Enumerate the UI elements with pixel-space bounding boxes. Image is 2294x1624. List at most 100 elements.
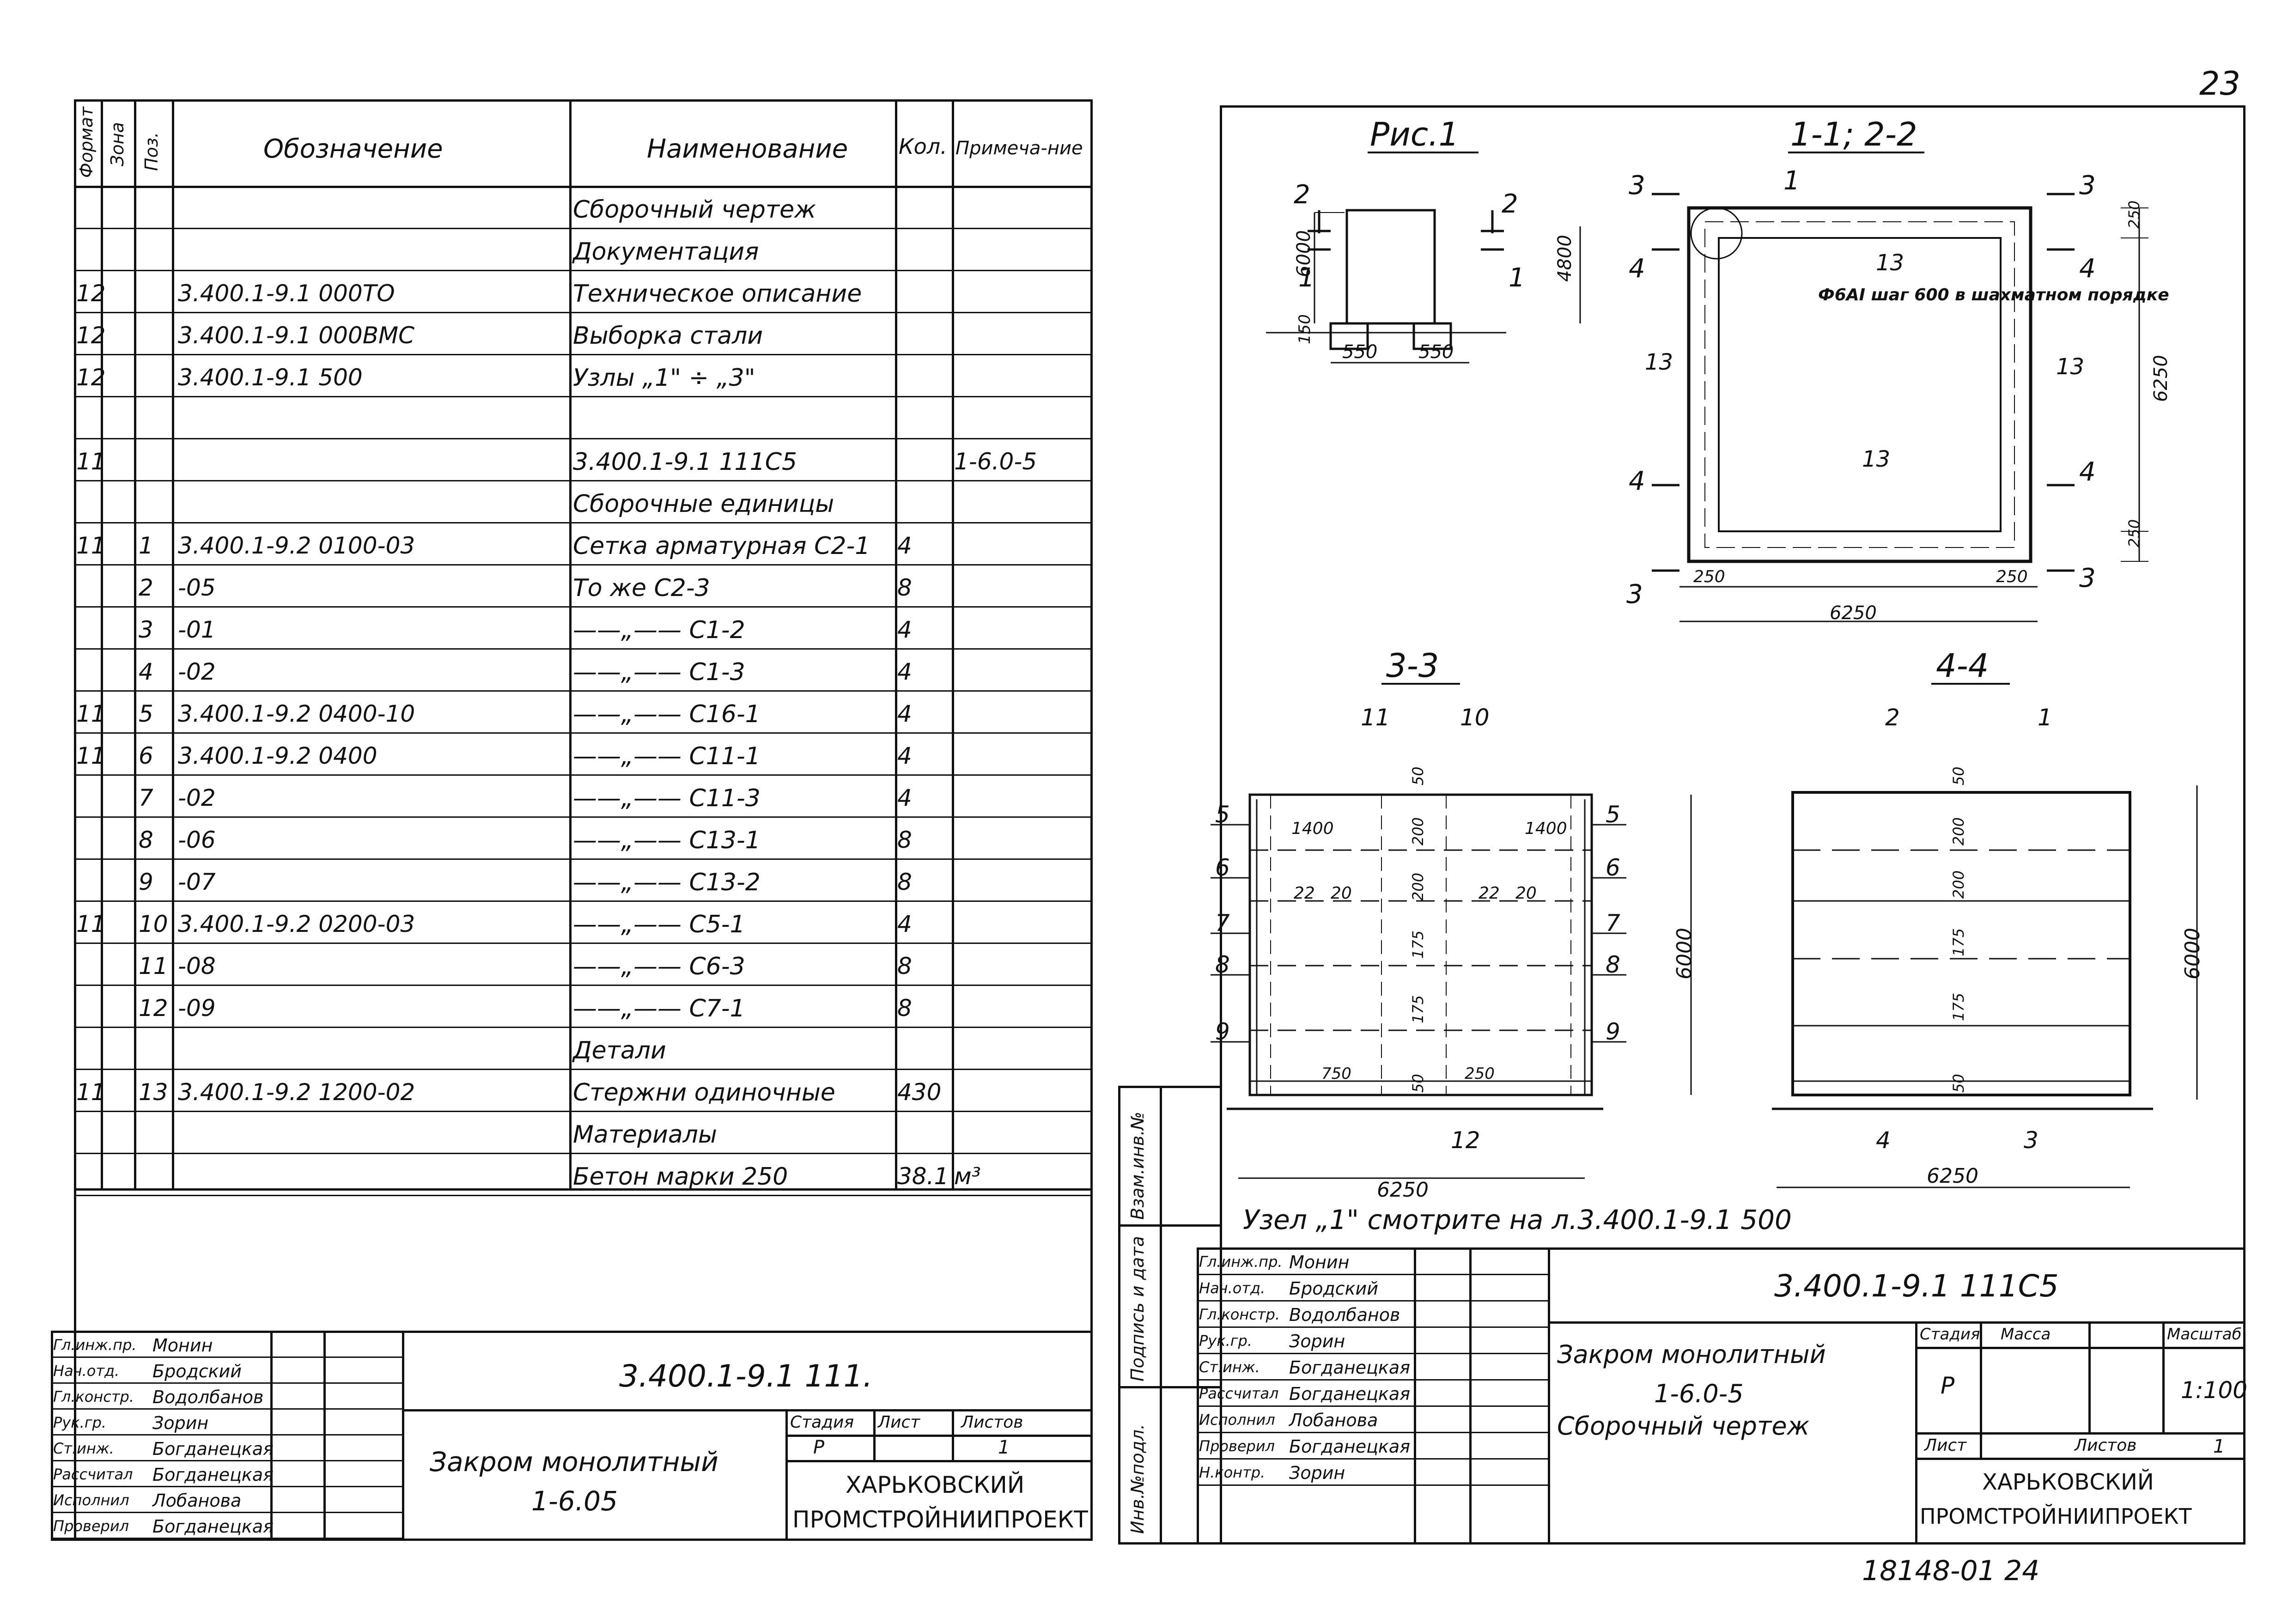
spec-cell-name: ——„—— С16-1 <box>573 700 761 728</box>
spec-cell-qty: 8 <box>897 574 912 601</box>
header-note: Примеча-ние <box>955 138 1083 159</box>
spec-cell-pos: 7 <box>139 785 153 811</box>
spec-cell-designation: 3.400.1-9.2 0200-03 <box>178 911 415 937</box>
spec-cell-name: ——„—— С1-2 <box>573 616 745 644</box>
mark-plan-13d: 13 <box>1862 446 1890 472</box>
spec-cell-designation: -06 <box>178 827 216 853</box>
spec-cell-name: ——„—— С7-1 <box>573 995 745 1022</box>
spec-cell-name: ——„—— С13-2 <box>573 869 761 896</box>
dim-s33-20b: 20 <box>1515 884 1537 903</box>
header-name: Наименование <box>647 134 848 164</box>
spec-cell-name: ——„—— С5-1 <box>573 911 745 938</box>
left-stamp-stage: Р <box>813 1437 825 1458</box>
spec-cell-format: 11 <box>76 1079 106 1106</box>
left-stamp-sheets: 1 <box>998 1437 1010 1458</box>
spec-cell-name: ——„—— С11-3 <box>573 785 761 812</box>
spec-cell-pos: 5 <box>139 700 153 727</box>
spec-cell-designation: -02 <box>178 785 216 811</box>
spec-cell-name: Детали <box>573 1037 666 1064</box>
spec-cell-designation: -01 <box>178 616 216 643</box>
mark-s33-6a: 6 <box>1215 854 1230 881</box>
mark-s44-4: 4 <box>1876 1127 1891 1154</box>
spec-cell-pos: 12 <box>139 995 168 1022</box>
mark-s33-5a: 5 <box>1215 801 1230 828</box>
spec-cell-pos: 11 <box>139 953 168 979</box>
dim-plan-250a: 250 <box>1693 567 1725 586</box>
dim-plan-6250h: 6250 <box>2150 355 2172 402</box>
right-stamp-org1: ХАРЬКОВСКИЙ <box>1982 1469 2154 1495</box>
spec-cell-designation: -05 <box>178 574 216 601</box>
right-stamp-stage-label: Стадия <box>1920 1325 1980 1344</box>
dim-s33-200b: 200 <box>1409 873 1427 901</box>
spec-cell-name: ——„—— С11-1 <box>573 742 761 770</box>
left-stamp-org2: ПРОМСТРОЙНИИПРОЕКТ <box>792 1506 1088 1533</box>
mark-s33-10: 10 <box>1460 704 1490 731</box>
left-stamp-role: Рук.гр. <box>53 1414 107 1431</box>
right-stamp-title2: 1-6.0-5 <box>1654 1379 1744 1408</box>
left-stamp-name: Зорин <box>152 1413 209 1433</box>
dim-s44-6250: 6250 <box>1927 1164 1978 1188</box>
spec-cell-note: 1-6.0-5 <box>954 448 1037 475</box>
spec-cell-designation: -07 <box>178 869 216 895</box>
spec-cell-format: 11 <box>76 532 106 559</box>
mark-plan-4c: 4 <box>1629 466 1645 496</box>
spec-cell-qty: 38.1 <box>897 1163 949 1190</box>
dim-fig1-6000: 6000 <box>1293 230 1314 277</box>
spec-cell-pos: 6 <box>139 742 153 769</box>
sec33-title: 3-3 <box>1386 647 1439 685</box>
spec-cell-name: 3.400.1-9.1 111С5 <box>573 448 797 476</box>
spec-cell-name: Материалы <box>573 1121 717 1149</box>
mark-s33-5b: 5 <box>1606 801 1620 828</box>
dim-s33-6000: 6000 <box>1673 928 1696 979</box>
dim-s44-175a: 175 <box>1950 928 1967 956</box>
left-stamp-role: Гл.инж.пр. <box>53 1336 137 1354</box>
right-stamp-sheets-label: Листов <box>2075 1436 2137 1455</box>
dim-fig1-550b: 550 <box>1418 341 1454 363</box>
mark-fig1-2b: 2 <box>1502 189 1518 219</box>
left-stamp-role: Ст.инж. <box>53 1440 114 1457</box>
mark-s33-12: 12 <box>1451 1127 1480 1154</box>
left-stamp-name: Водолбанов <box>152 1387 264 1407</box>
dim-s33-50b: 50 <box>1409 1074 1427 1093</box>
header-designation: Обозначение <box>263 134 443 164</box>
spec-cell-name: Узлы „1" ÷ „3" <box>573 364 755 392</box>
right-stamp-role: Нач.отд. <box>1199 1279 1266 1297</box>
mark-s33-7a: 7 <box>1215 910 1230 937</box>
rebar-note: Ф6АI шаг 600 в шахматном порядке <box>1818 286 2169 304</box>
dim-s33-175b: 175 <box>1409 995 1427 1023</box>
right-stamp-name: Богданецкая <box>1289 1357 1411 1378</box>
spec-cell-qty: 8 <box>897 995 912 1022</box>
left-stamp-name: Бродский <box>152 1361 242 1381</box>
left-stamp-stage-label: Стадия <box>790 1413 854 1432</box>
spec-cell-designation: 3.400.1-9.2 0400 <box>178 742 377 769</box>
dim-s33-175a: 175 <box>1409 931 1427 959</box>
spec-cell-qty: 8 <box>897 953 912 979</box>
dim-s33-6250: 6250 <box>1377 1178 1429 1202</box>
spec-cell-designation: -02 <box>178 658 216 685</box>
spec-cell-qty: 8 <box>897 869 912 895</box>
spec-cell-designation: 3.400.1-9.2 0400-10 <box>178 700 415 727</box>
right-stamp-title1: Закром монолитный <box>1557 1340 1826 1369</box>
spec-cell-qty: 4 <box>897 700 912 727</box>
spec-cell-qty: 8 <box>897 827 912 853</box>
spec-cell-name: Сборочные единицы <box>573 490 834 518</box>
dim-plan-250c: 250 <box>2125 201 2143 229</box>
spec-cell-format: 12 <box>76 322 106 349</box>
left-stamp-role: Исполнил <box>53 1491 129 1509</box>
dim-fig1-4800: 4800 <box>1554 235 1576 282</box>
mark-plan-13b: 13 <box>1645 349 1673 375</box>
left-stamp-role: Нач.отд. <box>53 1362 120 1380</box>
left-stamp-sheet-label: Лист <box>878 1413 920 1432</box>
right-stamp-name: Бродский <box>1289 1278 1378 1299</box>
spec-cell-pos: 2 <box>139 574 153 601</box>
spec-cell-designation: 3.400.1-9.1 000ТО <box>178 280 395 307</box>
mark-s33-11: 11 <box>1361 704 1390 731</box>
spec-cell-pos: 13 <box>139 1079 168 1106</box>
right-stamp-scale: 1:100 <box>2181 1377 2248 1404</box>
spec-cell-designation: 3.400.1-9.1 500 <box>178 364 363 391</box>
right-stamp-stage: Р <box>1941 1372 1955 1399</box>
spec-cell-name: Выборка стали <box>573 322 763 350</box>
spec-cell-qty: 4 <box>897 616 912 643</box>
mark-s33-8b: 8 <box>1606 951 1620 978</box>
